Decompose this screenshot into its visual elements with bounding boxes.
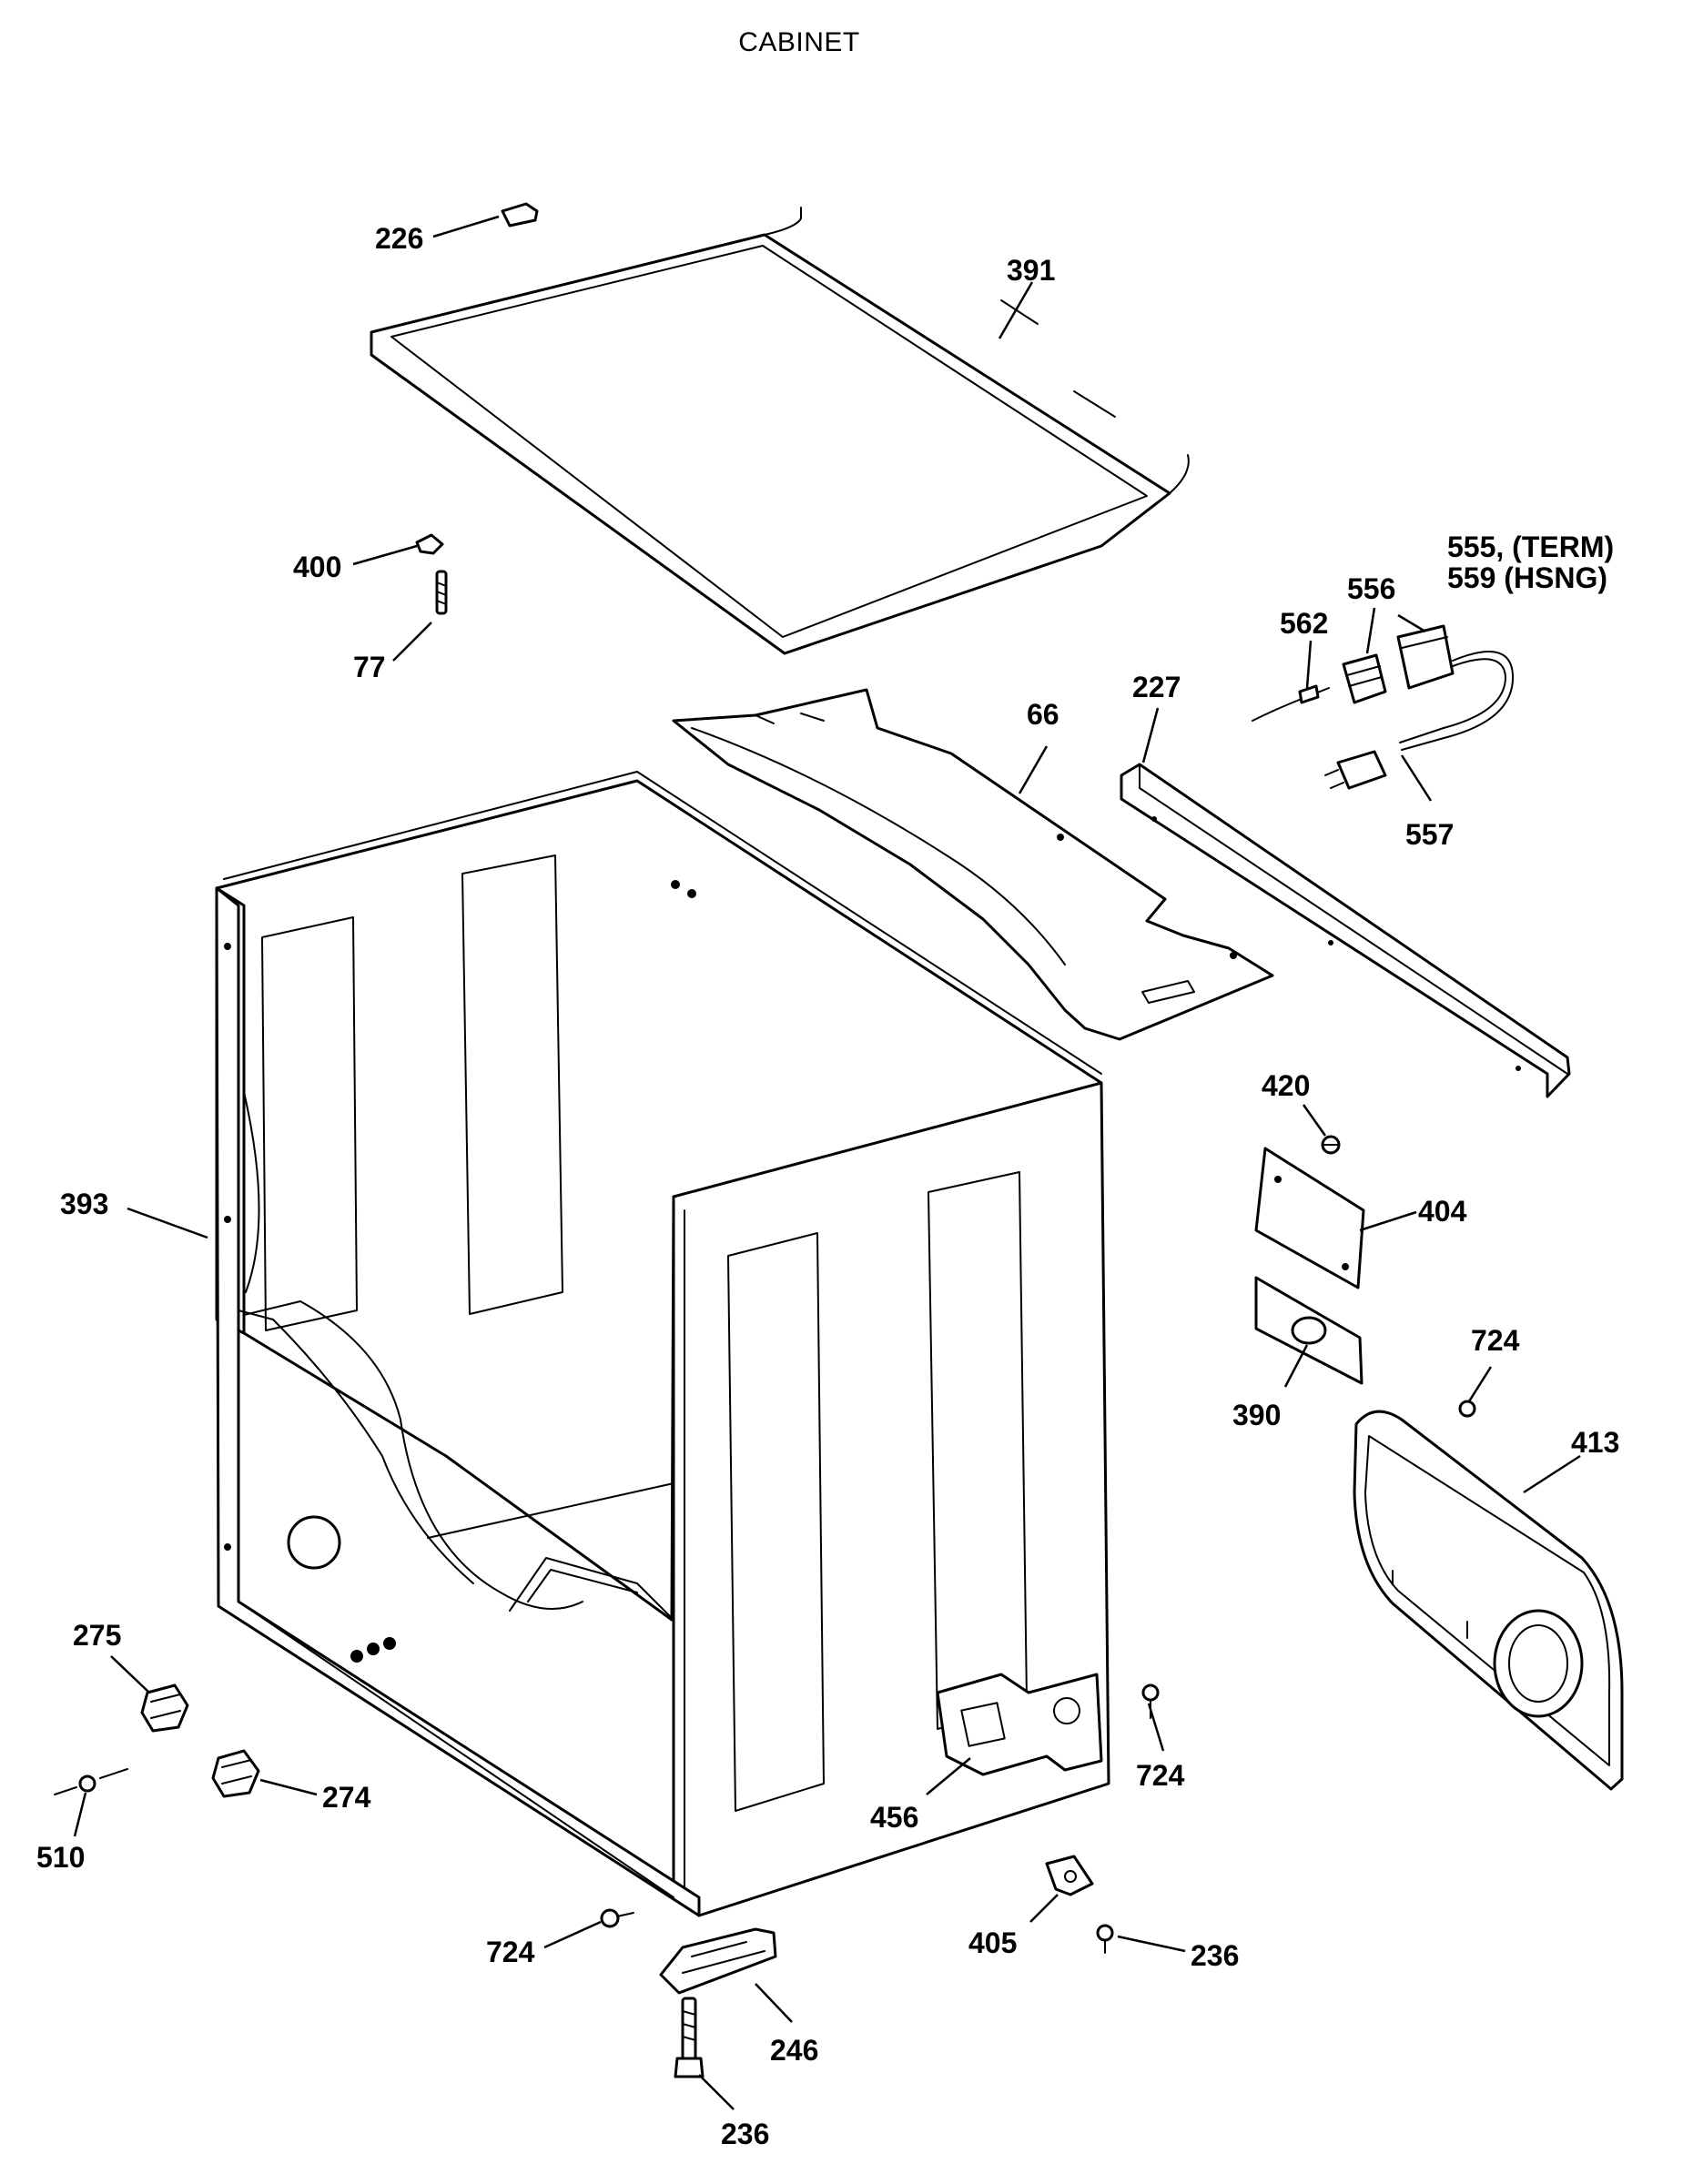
callout-556: 556 xyxy=(1347,572,1395,605)
callout-404: 404 xyxy=(1418,1195,1467,1228)
part-557-power-cord xyxy=(1324,651,1515,790)
diagram-title: CABINET xyxy=(738,27,860,57)
callout-557: 557 xyxy=(1405,818,1454,851)
part-724-screw-upper-right xyxy=(1458,1400,1476,1418)
callout-724-front: 724 xyxy=(1136,1759,1185,1792)
callout-275: 275 xyxy=(73,1619,121,1652)
part-413-rear-panel xyxy=(1353,1410,1624,1791)
part-226-clip xyxy=(501,202,539,228)
callout-562: 562 xyxy=(1280,607,1328,640)
part-510-screw xyxy=(54,1768,128,1795)
callout-391: 391 xyxy=(1007,254,1055,287)
callout-226: 226 xyxy=(375,222,423,255)
part-404-cover-plate xyxy=(1254,1147,1365,1289)
callout-510: 510 xyxy=(36,1841,85,1874)
leader-lines xyxy=(73,215,1581,2110)
callout-724-bottom: 724 xyxy=(486,1936,535,1968)
part-227-side-rail xyxy=(1120,763,1571,1098)
callout-246: 246 xyxy=(770,2034,818,2067)
callout-77: 77 xyxy=(353,651,386,683)
callout-400: 400 xyxy=(293,551,341,583)
callout-236-right: 236 xyxy=(1191,1939,1239,1972)
callout-66: 66 xyxy=(1027,698,1059,731)
callout-393: 393 xyxy=(60,1188,108,1220)
callout-724-upper-right: 724 xyxy=(1471,1324,1520,1357)
part-420-screw xyxy=(1321,1135,1341,1155)
part-236-screw-right xyxy=(1096,1924,1114,1954)
part-246-leg-bracket xyxy=(659,1927,777,1995)
part-559-housing xyxy=(1396,624,1455,690)
callout-420: 420 xyxy=(1262,1069,1310,1102)
callout-labels: 226 391 400 77 555, (TERM) 559 (HSNG) 55… xyxy=(36,222,1619,2150)
part-724-screw-bottom xyxy=(600,1908,634,1928)
part-456-bracket xyxy=(936,1673,1103,1776)
callout-413: 413 xyxy=(1571,1426,1619,1459)
part-391-top-panel xyxy=(370,207,1190,655)
part-556-terminal-block xyxy=(1342,653,1387,704)
part-562-wire xyxy=(1252,684,1330,722)
callout-227: 227 xyxy=(1132,671,1181,703)
part-400-clip xyxy=(415,533,444,555)
callout-390: 390 xyxy=(1232,1399,1281,1431)
callout-236-bottom: 236 xyxy=(721,2118,769,2150)
part-66-top-brace xyxy=(672,688,1274,1041)
part-274-fitting xyxy=(211,1749,260,1798)
part-236-leveling-leg xyxy=(674,1997,705,2078)
callout-274: 274 xyxy=(322,1781,371,1814)
part-77-screw xyxy=(435,570,448,615)
callout-555: 555, (TERM) xyxy=(1447,531,1614,563)
part-275-fitting xyxy=(140,1684,189,1733)
part-390-plate xyxy=(1254,1276,1364,1385)
callout-559: 559 (HSNG) xyxy=(1447,561,1607,594)
part-405-clip xyxy=(1045,1855,1094,1896)
callout-456: 456 xyxy=(870,1801,918,1834)
callout-405: 405 xyxy=(968,1926,1017,1959)
